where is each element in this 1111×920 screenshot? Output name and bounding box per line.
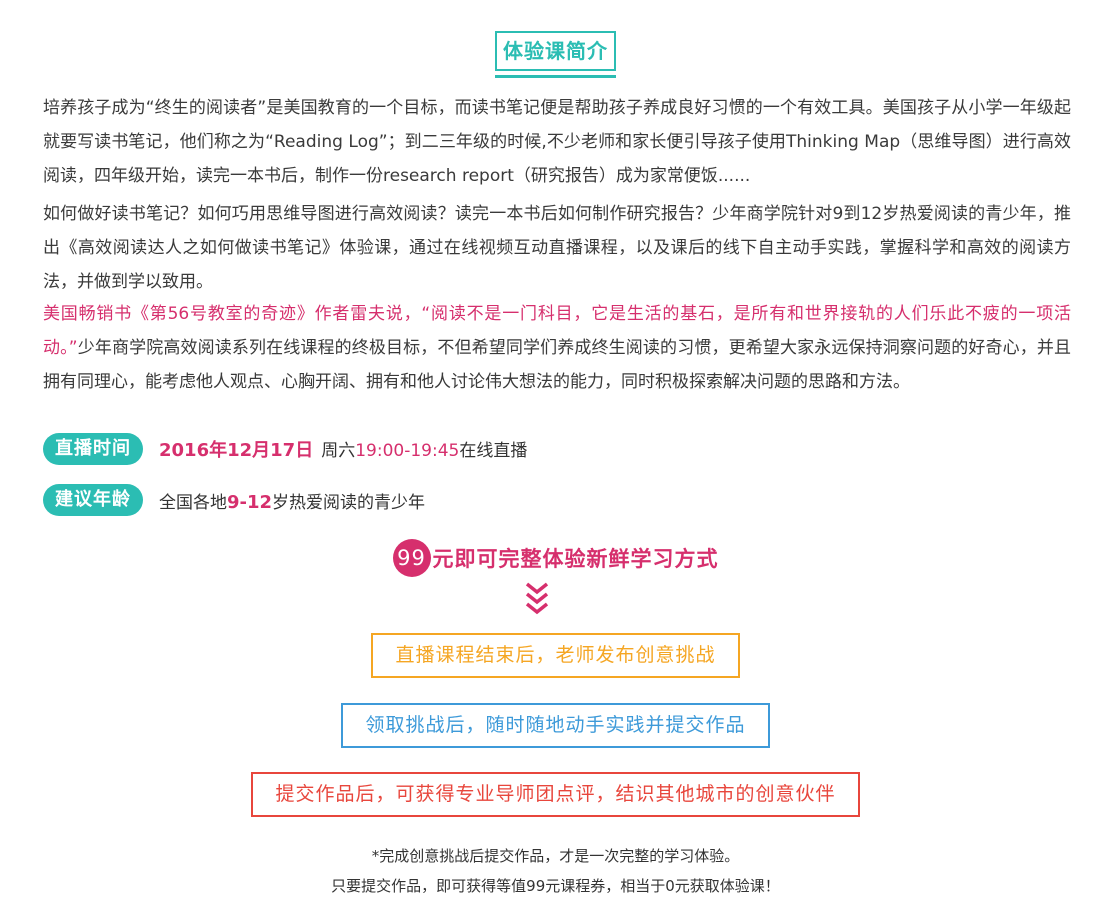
title-underline — [495, 75, 616, 78]
price-text: 元即可完整体验新鲜学习方式 — [432, 547, 719, 571]
footer-note-2: 只要提交作品，即可获得等值99元课程券，相当于0元获取体验课！ — [331, 877, 780, 895]
age-row: 建议年龄 全国各地9-12岁热爱阅读的青少年 — [43, 484, 425, 516]
live-weekday: 周六 — [321, 441, 356, 461]
age-range: 9-12 — [227, 491, 273, 513]
chevron-double-down-icon — [525, 582, 549, 615]
price-badge: 99 — [392, 539, 431, 577]
live-time-info: 2016年12月17日周六19:00-19:45在线直播 — [159, 436, 527, 462]
page-title: 体验课简介 — [495, 31, 616, 78]
page-title-text: 体验课简介 — [503, 39, 608, 63]
step-3-box: 提交作品后，可获得专业导师团点评，结识其他城市的创意伙伴 — [251, 772, 860, 817]
live-suffix: 在线直播 — [459, 441, 528, 461]
paragraph-3-rest: 少年商学院高效阅读系列在线课程的终极目标，不但希望同学们养成终生阅读的习惯，更希… — [43, 338, 1072, 392]
age-prefix: 全国各地 — [159, 492, 227, 513]
intro-paragraph-2: 如何做好读书笔记？如何巧用思维导图进行高效阅读？读完一本书后如何制作研究报告？少… — [43, 204, 1071, 292]
footer-note-1: *完成创意挑战后提交作品，才是一次完整的学习体验。 — [371, 847, 740, 865]
live-date: 2016年12月17日 — [159, 440, 314, 461]
age-suffix: 岁热爱阅读的青少年 — [272, 492, 426, 513]
quote-highlight: 美国畅销书《第56号教室的奇迹》作者雷夫说，“阅读不是一门科目，它是生活的基石，… — [43, 304, 1071, 358]
step-1: 直播课程结束后，老师发布创意挑战 — [0, 633, 1111, 678]
title-section: 体验课简介 — [0, 31, 1111, 78]
live-time-tag: 直播时间 — [43, 433, 143, 465]
age-info: 全国各地9-12岁热爱阅读的青少年 — [159, 488, 425, 513]
step-3: 提交作品后，可获得专业导师团点评，结识其他城市的创意伙伴 — [0, 772, 1111, 817]
intro-paragraph-1: 培养孩子成为“终生的阅读者”是美国教育的一个目标，而读书笔记便是帮助孩子养成良好… — [43, 98, 1071, 186]
age-tag: 建议年龄 — [43, 484, 143, 516]
live-time-row: 直播时间 2016年12月17日周六19:00-19:45在线直播 — [43, 433, 527, 465]
step-2-box: 领取挑战后，随时随地动手实践并提交作品 — [341, 703, 770, 748]
step-2: 领取挑战后，随时随地动手实践并提交作品 — [0, 703, 1111, 748]
live-time: 19:00-19:45 — [355, 441, 460, 461]
step-1-box: 直播课程结束后，老师发布创意挑战 — [371, 633, 740, 678]
intro-paragraph-3: 美国畅销书《第56号教室的奇迹》作者雷夫说，“阅读不是一门科目，它是生活的基石，… — [43, 297, 1071, 399]
